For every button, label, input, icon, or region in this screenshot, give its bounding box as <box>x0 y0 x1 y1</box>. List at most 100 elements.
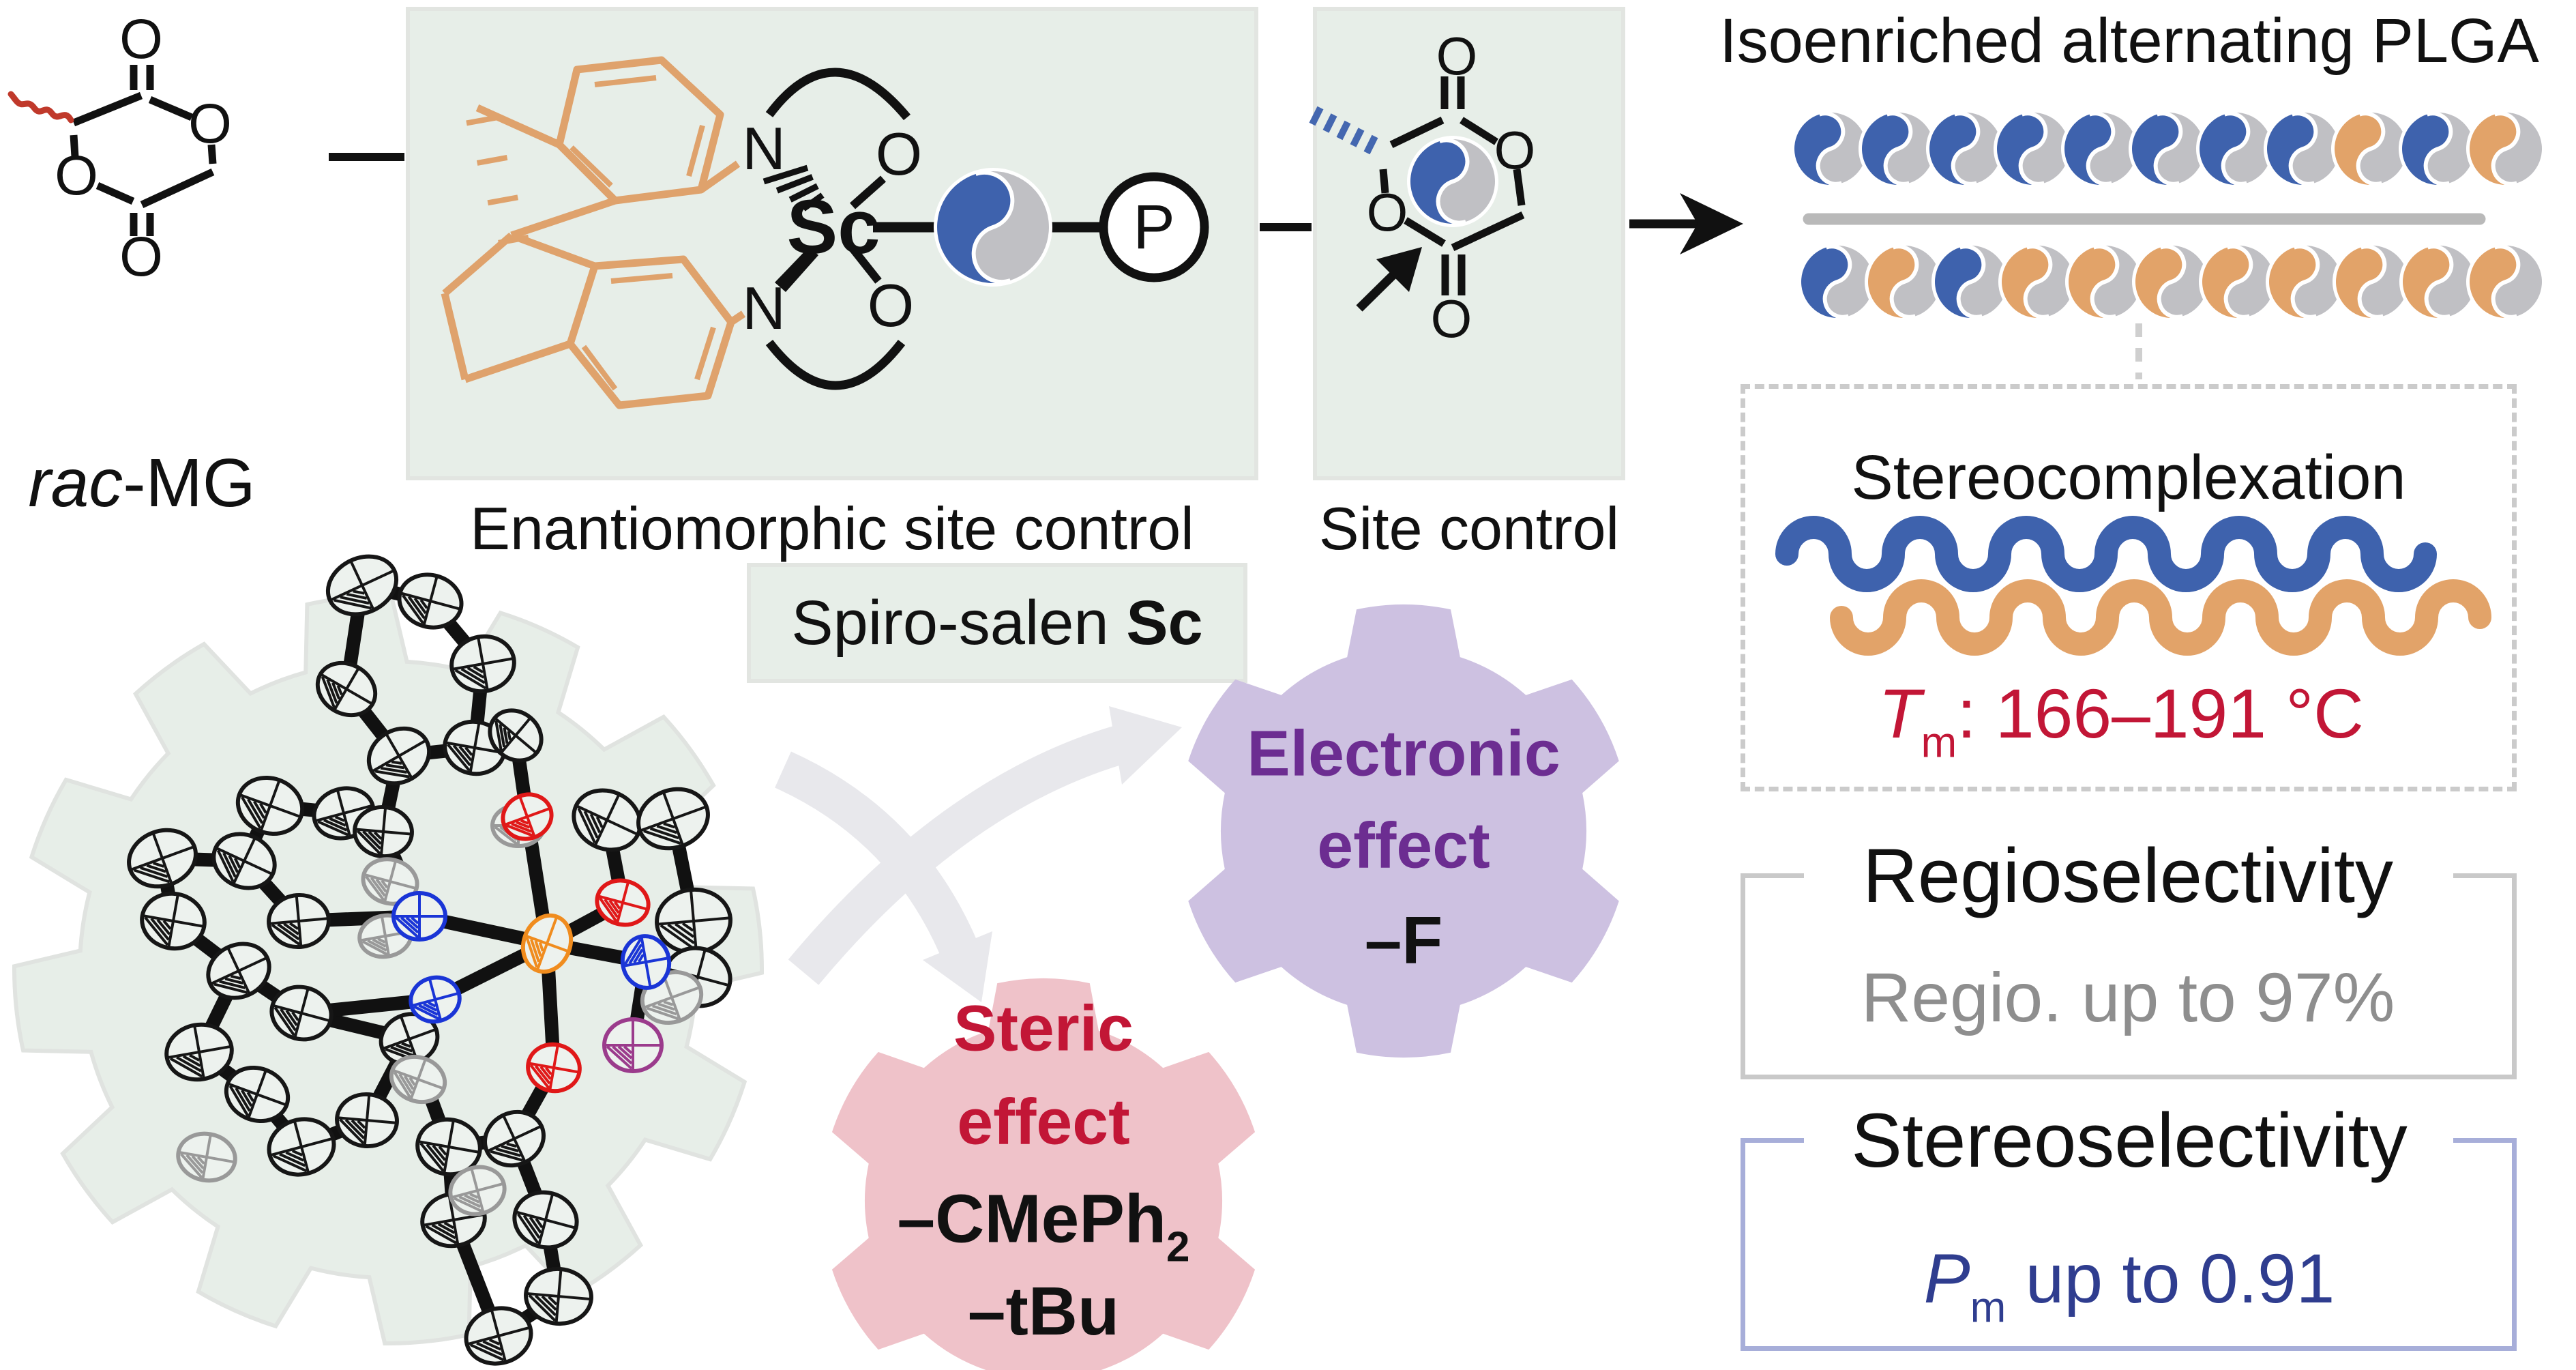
monomer-label: rac-MG <box>28 449 255 517</box>
monomer-bead <box>2199 242 2278 321</box>
ortep-ellipsoid <box>409 975 462 1024</box>
ortep-ellipsoid <box>176 1131 237 1183</box>
ortep-ellipsoid <box>267 1117 336 1177</box>
electronic-effect-line1: Electronic <box>1247 717 1560 790</box>
monomer-bead <box>1931 242 2011 321</box>
monomer-bead <box>2061 109 2140 188</box>
monomer-bead <box>2333 242 2412 321</box>
site-control-caption: Site control <box>1318 495 1620 562</box>
monomer-bead <box>2466 109 2545 188</box>
steric-substituent-1: –CMePh2 <box>897 1185 1189 1269</box>
ortep-ellipsoid <box>663 946 732 1008</box>
ortep-ellipsoid <box>620 934 672 990</box>
ortep-ellipsoid <box>267 892 331 950</box>
pm-subscript: m <box>1970 1283 2007 1332</box>
monomer-bead <box>1859 109 1938 188</box>
atom-label-sc: Sc <box>786 184 880 269</box>
frame-stub <box>2453 873 2512 878</box>
pm-symbol: P <box>1923 1240 1970 1318</box>
steric-substituent-1-main: –CMePh <box>897 1180 1167 1257</box>
steric-substituent-2: –tBu <box>967 1273 1120 1350</box>
tm-value: Tm: 166–191 °C <box>1878 679 2364 765</box>
ortep-ellipsoid <box>389 1054 447 1105</box>
regioselectivity-value: Regio. up to 97% <box>1861 959 2395 1036</box>
ortep-ellipsoid <box>224 1065 291 1124</box>
ortep-ellipsoid <box>488 708 544 763</box>
monomer-bead <box>1791 109 1870 188</box>
monomer-bead <box>2132 242 2211 321</box>
atom-label-n: N <box>742 115 786 182</box>
ortep-ellipsoid <box>206 942 271 1000</box>
ortep-ellipsoid <box>572 788 642 852</box>
ortep-ellipsoid <box>379 1012 440 1066</box>
ortep-ellipsoid <box>361 857 419 906</box>
tm-rest: : 166–191 °C <box>1957 675 2364 753</box>
steric-effect-line2: effect <box>957 1085 1130 1158</box>
tm-subscript: m <box>1921 718 1957 767</box>
atom-label-o: O <box>1366 182 1408 242</box>
atom-label-n: N <box>742 274 786 342</box>
atom-label-o: O <box>1436 26 1478 86</box>
ortep-ellipsoid <box>490 803 546 848</box>
monomer-label-rest: -MG <box>123 445 256 521</box>
stereoselectivity-title: Stereoselectivity <box>1851 1098 2408 1183</box>
monomer-bead <box>2196 109 2275 188</box>
ortep-ellipsoid <box>602 1017 664 1073</box>
atom-label-o: O <box>1430 289 1472 349</box>
enantiomorphic-caption: Enantiomorphic site control <box>470 495 1194 562</box>
atom-label-o: O <box>1494 120 1536 180</box>
steric-substituent-1-sub: 2 <box>1166 1223 1190 1271</box>
electronic-substituent: –F <box>1364 903 1443 978</box>
ortep-ellipsoid <box>366 726 432 786</box>
monomer-bead <box>2129 109 2208 188</box>
ortep-ellipsoid <box>315 660 378 718</box>
ortep-ellipsoid <box>655 887 732 955</box>
ortep-ellipsoid <box>512 1190 579 1250</box>
ortep-ellipsoid <box>464 1306 533 1366</box>
frame-stub <box>2453 1138 2512 1143</box>
monomer-label-italic: rac <box>28 445 123 521</box>
ortep-ellipsoid <box>353 804 414 859</box>
ortep-ellipsoid <box>448 1165 507 1216</box>
ortep-ellipsoid <box>140 891 207 951</box>
monomer-bead <box>1998 242 2077 321</box>
regioselectivity-frame <box>1741 873 2517 1079</box>
spiro-salen-tag: Spiro-salen Sc <box>791 592 1202 654</box>
regioselectivity-title: Regioselectivity <box>1862 833 2394 918</box>
ortep-ellipsoid <box>397 572 464 630</box>
polymer-chain-label-p: P <box>1133 192 1175 262</box>
frame-stub <box>1745 873 1804 878</box>
ortep-ellipsoid <box>415 1117 482 1177</box>
ortep-ellipsoid <box>127 828 198 889</box>
monomer-bead <box>2065 242 2144 321</box>
ortep-ellipsoid <box>449 634 516 694</box>
monomer-bead <box>2264 109 2343 188</box>
plga-title: Isoenriched alternating PLGA <box>1719 6 2539 76</box>
monomer-bead <box>1865 242 1944 321</box>
ortep-ellipsoid <box>420 1191 487 1249</box>
monomer-bead <box>1798 242 1877 321</box>
ortep-ellipsoid <box>524 1266 593 1326</box>
monomer-bead <box>1994 109 2073 188</box>
atom-label-o: O <box>55 145 98 207</box>
ortep-ellipsoid <box>211 832 277 890</box>
atom-label-o: O <box>119 226 163 288</box>
ortep-ellipsoid <box>357 913 413 959</box>
ortep-ellipsoid <box>269 985 334 1042</box>
monomer-bead <box>2331 109 2410 188</box>
monomer-bead <box>2266 242 2345 321</box>
monomer-bead <box>1926 109 2005 188</box>
ortep-ellipsoid <box>640 970 704 1025</box>
atom-label-o: O <box>188 93 232 155</box>
spiro-salen-tag-box <box>747 563 1247 683</box>
ortep-ellipsoid <box>595 878 651 927</box>
atom-label-o: O <box>119 8 163 70</box>
ortep-ellipsoid <box>443 719 507 776</box>
spiro-salen-prefix: Spiro-salen <box>791 588 1127 658</box>
stereoselectivity-value: Pm up to 0.91 <box>1924 1244 2335 1330</box>
electronic-effect-line2: effect <box>1317 809 1490 882</box>
steric-effect-line1: Steric <box>953 992 1134 1065</box>
spiro-salen-bold: Sc <box>1126 588 1203 658</box>
ortep-ellipsoid <box>636 787 710 851</box>
